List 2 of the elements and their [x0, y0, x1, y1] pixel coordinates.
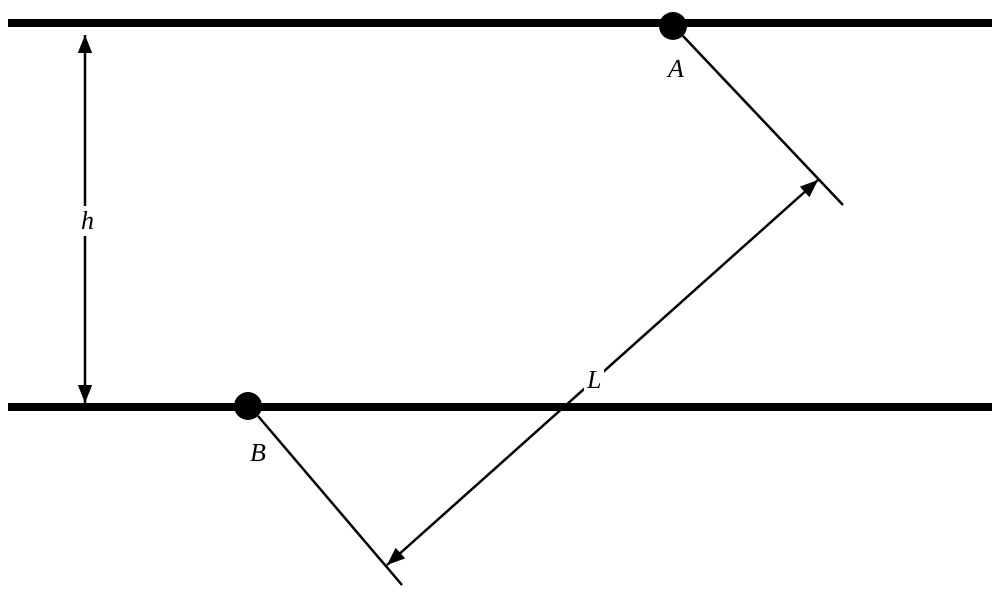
point-label: B: [250, 440, 266, 466]
point-label: A: [668, 56, 684, 82]
